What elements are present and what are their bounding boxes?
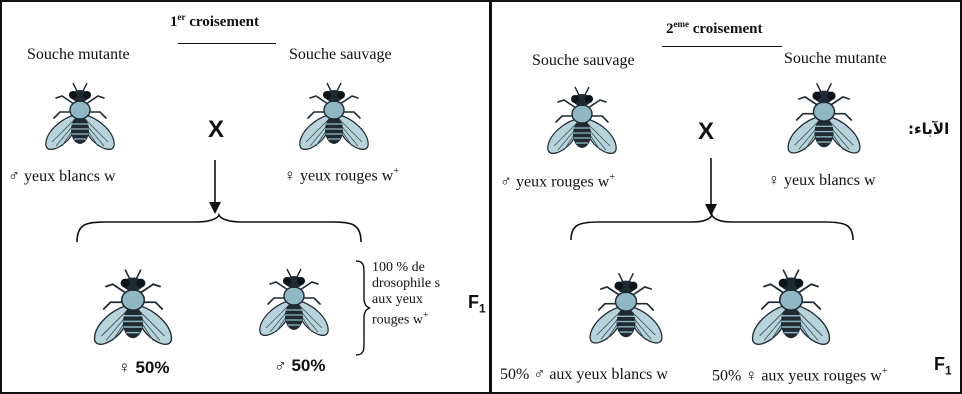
cross-2-cross-symbol: X [698,118,715,145]
cross-1-right-parent-label: ♀ yeux rouges w+ [284,166,399,185]
cross-2-brace-icon [570,212,854,241]
cross-1-panel: 1er croisement Souche mutante Souche sau… [0,0,491,394]
cross-2-arrow-down-icon [705,158,717,216]
cross-2-offspring-female-label: 50% ♀ aux yeux rouges w+ [712,366,888,385]
cross-2-left-parent-label: ♂ yeux rouges w+ [500,172,615,191]
cross-2-left-strain-label: Souche sauvage [532,52,635,69]
mutant-male-fly-icon [45,82,115,151]
cross-1-right-strain-label: Souche sauvage [289,46,392,63]
cross-1-title: 1er croisement [170,12,259,30]
cross-1-arrow-down-icon [209,160,221,214]
cross-1-left-strain-label: Souche mutante [27,46,130,63]
offspring-female-percent: ♀ 50% [118,358,170,377]
cross-2-panel: 2eme croisement Souche sauvage Souche mu… [490,0,962,394]
cross-1-left-parent-label: ♂ yeux blancs w [8,168,116,185]
offspring-male-percent: ♂ 50% [274,356,326,375]
cross-1-title-underline [178,43,276,44]
offspring-red-eyed-female-fly-icon [751,268,831,346]
offspring-male-fly-icon [259,268,329,337]
cross-1-brace-icon [76,212,362,243]
cross-2-right-strain-label: Souche mutante [784,50,887,67]
cross-1-f1-description: 100 % de drosophile s aux yeux rouges w+ [372,260,441,328]
offspring-female-fly-icon [93,268,173,346]
cross-2-offspring-male-label: 50% ♂ aux yeux blancs w [500,366,668,383]
cross-2-title: 2eme croisement [666,19,763,37]
mutant-female-fly-icon [787,82,861,154]
cross-2-f1-label: F1 [934,354,952,378]
cross-1-side-brace-icon [355,260,371,356]
parents-label-arabic: الآباء: [908,120,950,138]
cross-1-cross-symbol: X [208,116,225,143]
cross-2-title-underline [662,46,782,47]
cross-1-f1-label: F1 [468,292,486,316]
cross-2-right-parent-label: ♀ yeux blancs w [768,172,876,189]
wild-male-fly-icon [547,86,617,155]
offspring-white-eyed-male-fly-icon [589,272,663,344]
wild-female-fly-icon [299,82,369,151]
